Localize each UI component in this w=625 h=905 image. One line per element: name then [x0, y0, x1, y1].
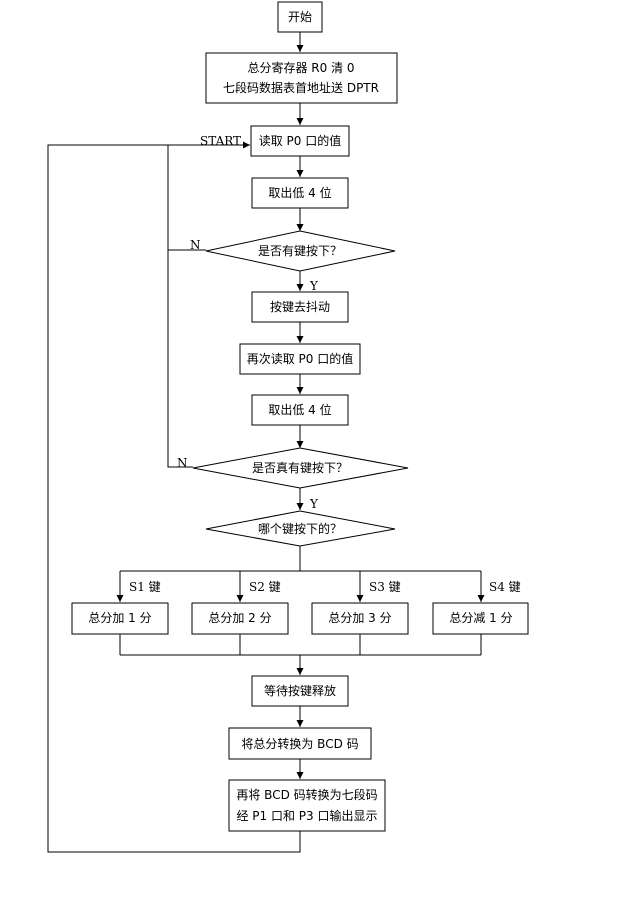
to-bcd-node: 将总分转换为 BCD 码 [228, 727, 372, 760]
real-key-text: 是否真有键按下？ [252, 461, 348, 475]
start-text: 开始 [288, 10, 312, 24]
read-p0-text: 读取 P0 口的值 [259, 133, 342, 148]
to-bcd-text: 将总分转换为 BCD 码 [241, 736, 358, 751]
take-low4-text-b: 取出低 4 位 [268, 402, 331, 417]
connectors [47, 32, 485, 853]
sub1-text: 总分减 1 分 [449, 611, 512, 625]
s2-label: S2 键 [249, 580, 281, 594]
debounce-node: 按键去抖动 [251, 291, 349, 323]
output-text-line1: 再将 BCD 码转换为七段码 [236, 787, 377, 802]
real-key-decision: 是否真有键按下？ [192, 447, 409, 489]
start-tag-label: START [200, 134, 241, 148]
wait-release-node: 等待按键释放 [251, 675, 349, 707]
which-key-decision: 哪个键按下的？ [205, 510, 396, 547]
add1-node: 总分加 1 分 [71, 602, 169, 635]
output-node: 再将 BCD 码转换为七段码 经 P1 口和 P3 口输出显示 [228, 779, 386, 832]
wait-release-text: 等待按键释放 [264, 683, 336, 698]
any-key-text: 是否有键按下？ [258, 244, 342, 258]
sub1-node: 总分减 1 分 [432, 602, 529, 635]
take-low4-text-a: 取出低 4 位 [268, 185, 331, 200]
add3-node: 总分加 3 分 [311, 602, 409, 635]
add1-text: 总分加 1 分 [88, 611, 151, 625]
reread-p0-text: 再次读取 P0 口的值 [247, 351, 354, 366]
no-label-2: N [177, 456, 188, 470]
s4-label: S4 键 [489, 580, 521, 594]
reread-p0-node: 再次读取 P0 口的值 [239, 343, 361, 375]
init-text-line2: 七段码数据表首地址送 DPTR [223, 80, 379, 95]
init-node: 总分寄存器 R0 清 0 七段码数据表首地址送 DPTR [205, 52, 398, 104]
add3-text: 总分加 3 分 [328, 611, 391, 625]
no-label-1: N [190, 238, 201, 252]
yes-label-1: Y [309, 279, 319, 293]
add2-node: 总分加 2 分 [191, 602, 289, 635]
s1-label: S1 键 [129, 580, 161, 594]
which-key-text: 哪个键按下的？ [258, 521, 342, 536]
yes-label-2: Y [309, 497, 319, 511]
start-node: 开始 [277, 1, 323, 33]
debounce-text: 按键去抖动 [270, 300, 330, 314]
output-text-line2: 经 P1 口和 P3 口输出显示 [236, 808, 377, 823]
take-low4-node-b: 取出低 4 位 [251, 394, 349, 426]
init-text-line1: 总分寄存器 R0 清 0 [247, 60, 354, 75]
s3-label: S3 键 [369, 580, 401, 594]
read-p0-node: 读取 P0 口的值 [250, 125, 350, 157]
add2-text: 总分加 2 分 [208, 611, 271, 625]
any-key-decision: 是否有键按下？ [205, 230, 396, 272]
take-low4-node-a: 取出低 4 位 [251, 177, 349, 209]
